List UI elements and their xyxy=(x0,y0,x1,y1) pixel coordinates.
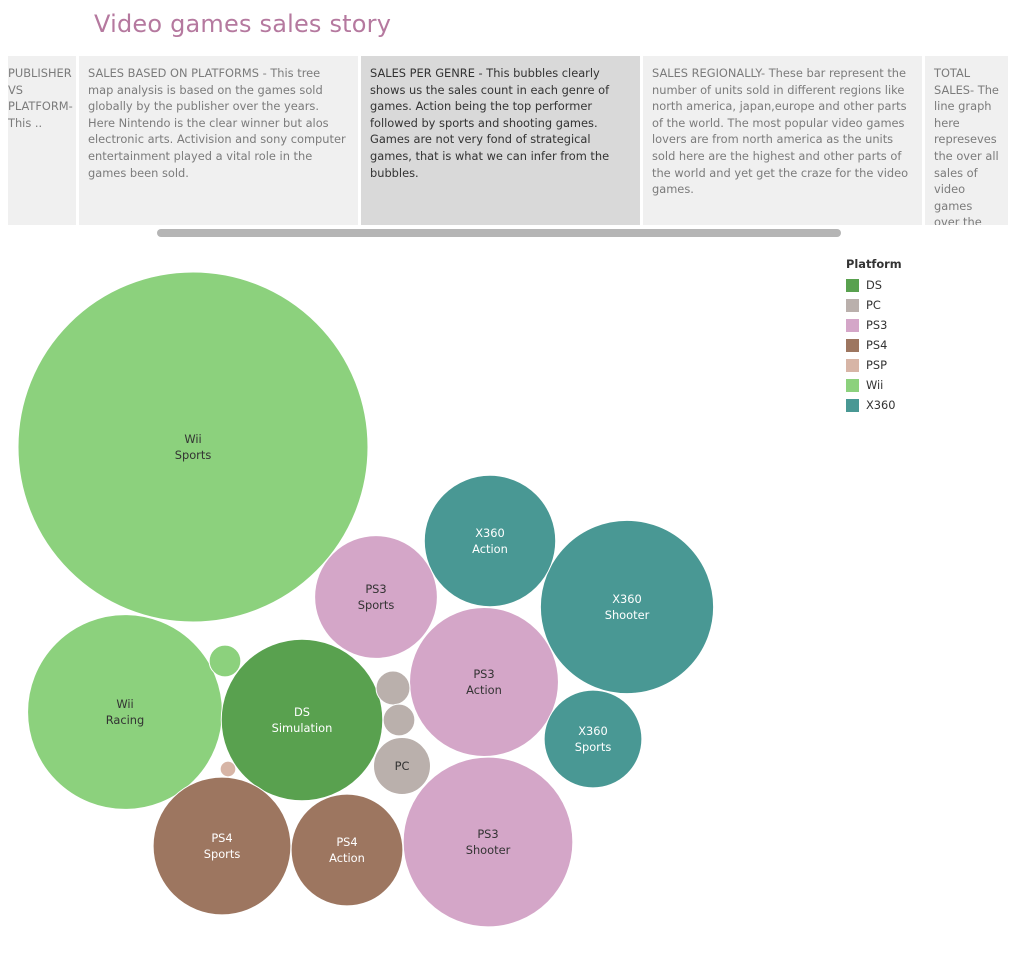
bubble-ds-simulation[interactable]: DS Simulation xyxy=(220,638,384,802)
legend-label: Wii xyxy=(866,378,884,392)
legend-label: X360 xyxy=(866,398,896,412)
legend-item-ds[interactable]: DS xyxy=(846,275,902,295)
legend-label: PS4 xyxy=(866,338,888,352)
legend-item-ps4[interactable]: PS4 xyxy=(846,335,902,355)
bubble-genre-label: Action xyxy=(466,683,502,697)
bubble-genre-label: Simulation xyxy=(272,721,333,735)
story-point-text: PUBLISHER VS PLATFORM- This .. xyxy=(8,66,73,130)
bubble-platform-label: X360 xyxy=(475,526,505,540)
legend-item-psp[interactable]: PSP xyxy=(846,355,902,375)
story-point-total-sales[interactable]: TOTAL SALES- The line graph here represe… xyxy=(925,56,1008,225)
story-point-text: SALES PER GENRE - This bubbles clearly s… xyxy=(370,66,610,180)
story-navigator: PUBLISHER VS PLATFORM- This .. SALES BAS… xyxy=(0,56,1016,226)
bubble-circle xyxy=(373,737,431,795)
bubble-circle xyxy=(375,670,411,706)
bubble-platform-label: X360 xyxy=(612,592,642,606)
bubble-platform-label: DS xyxy=(294,705,310,719)
bubble-platform-label: PS3 xyxy=(473,667,494,681)
bubble-psp[interactable] xyxy=(219,760,237,778)
bubble-platform-label: Wii xyxy=(116,697,133,711)
legend-label: PS3 xyxy=(866,318,888,332)
story-point-sales-genre[interactable]: SALES PER GENRE - This bubbles clearly s… xyxy=(361,56,640,225)
bubble-circle xyxy=(219,760,237,778)
story-nav-scrollbar[interactable] xyxy=(157,229,841,237)
bubble-circle xyxy=(220,638,384,802)
bubble-circle xyxy=(423,474,557,608)
bubble-platform-label: X360 xyxy=(578,724,608,738)
bubble-genre-label: Action xyxy=(472,542,508,556)
bubble-circle xyxy=(17,271,369,623)
bubble-genre-label: Action xyxy=(329,851,365,865)
bubble-genre-label: Sports xyxy=(358,598,395,612)
legend-swatch xyxy=(846,298,859,312)
bubble-genre-label: Racing xyxy=(106,713,145,727)
bubble-genre-label: Shooter xyxy=(605,608,650,622)
bubble-circle xyxy=(409,607,559,757)
legend-swatch xyxy=(846,278,859,292)
legend-title: Platform xyxy=(846,257,902,271)
story-point-sales-platforms[interactable]: SALES BASED ON PLATFORMS - This tree map… xyxy=(79,56,358,225)
bubble-platform-label: PC xyxy=(395,759,410,773)
bubble-circle xyxy=(382,703,416,737)
bubble-circle xyxy=(208,644,242,678)
bubble-platform-label: PS3 xyxy=(477,827,498,841)
bubble-wii[interactable] xyxy=(208,644,242,678)
bubble-platform-label: Wii xyxy=(184,432,201,446)
legend-swatch xyxy=(846,318,859,332)
bubble-platform-label: PS4 xyxy=(211,831,232,845)
story-point-publisher-vs-platform[interactable]: PUBLISHER VS PLATFORM- This .. xyxy=(8,56,76,225)
legend-item-pc[interactable]: PC xyxy=(846,295,902,315)
legend-swatch xyxy=(846,338,859,352)
legend-item-wii[interactable]: Wii xyxy=(846,375,902,395)
legend-item-x360[interactable]: X360 xyxy=(846,395,902,415)
legend-swatch xyxy=(846,378,859,392)
bubble-pc[interactable] xyxy=(375,670,411,706)
bubble-platform-label: PS4 xyxy=(336,835,357,849)
bubble-genre-label: Sports xyxy=(575,740,612,754)
legend-label: PSP xyxy=(866,358,887,372)
legend-item-ps3[interactable]: PS3 xyxy=(846,315,902,335)
legend-swatch xyxy=(846,398,859,412)
bubble-genre-label: Sports xyxy=(175,448,212,462)
bubble-circle xyxy=(402,756,574,928)
legend-swatch xyxy=(846,358,859,372)
bubble-circle xyxy=(539,519,715,695)
bubble-genre-label: Shooter xyxy=(466,843,511,857)
bubble-circle xyxy=(152,776,292,916)
bubble-platform-label: PS3 xyxy=(365,582,386,596)
story-point-text: SALES BASED ON PLATFORMS - This tree map… xyxy=(88,66,346,180)
bubble-circle xyxy=(543,689,643,789)
legend-label: DS xyxy=(866,278,883,292)
bubble-pc[interactable]: PC xyxy=(373,737,431,795)
bubble-circle xyxy=(314,535,438,659)
story-point-text: TOTAL SALES- The line graph here represe… xyxy=(934,66,999,225)
story-point-sales-regionally[interactable]: SALES REGIONALLY- These bar represent th… xyxy=(643,56,922,225)
bubble-circle xyxy=(290,793,404,907)
bubble-circle xyxy=(27,614,223,810)
bubble-pc[interactable] xyxy=(382,703,416,737)
story-title: Video games sales story xyxy=(94,10,392,38)
legend-label: PC xyxy=(866,298,881,312)
bubble-genre-label: Sports xyxy=(204,847,241,861)
story-point-text: SALES REGIONALLY- These bar represent th… xyxy=(652,66,909,197)
